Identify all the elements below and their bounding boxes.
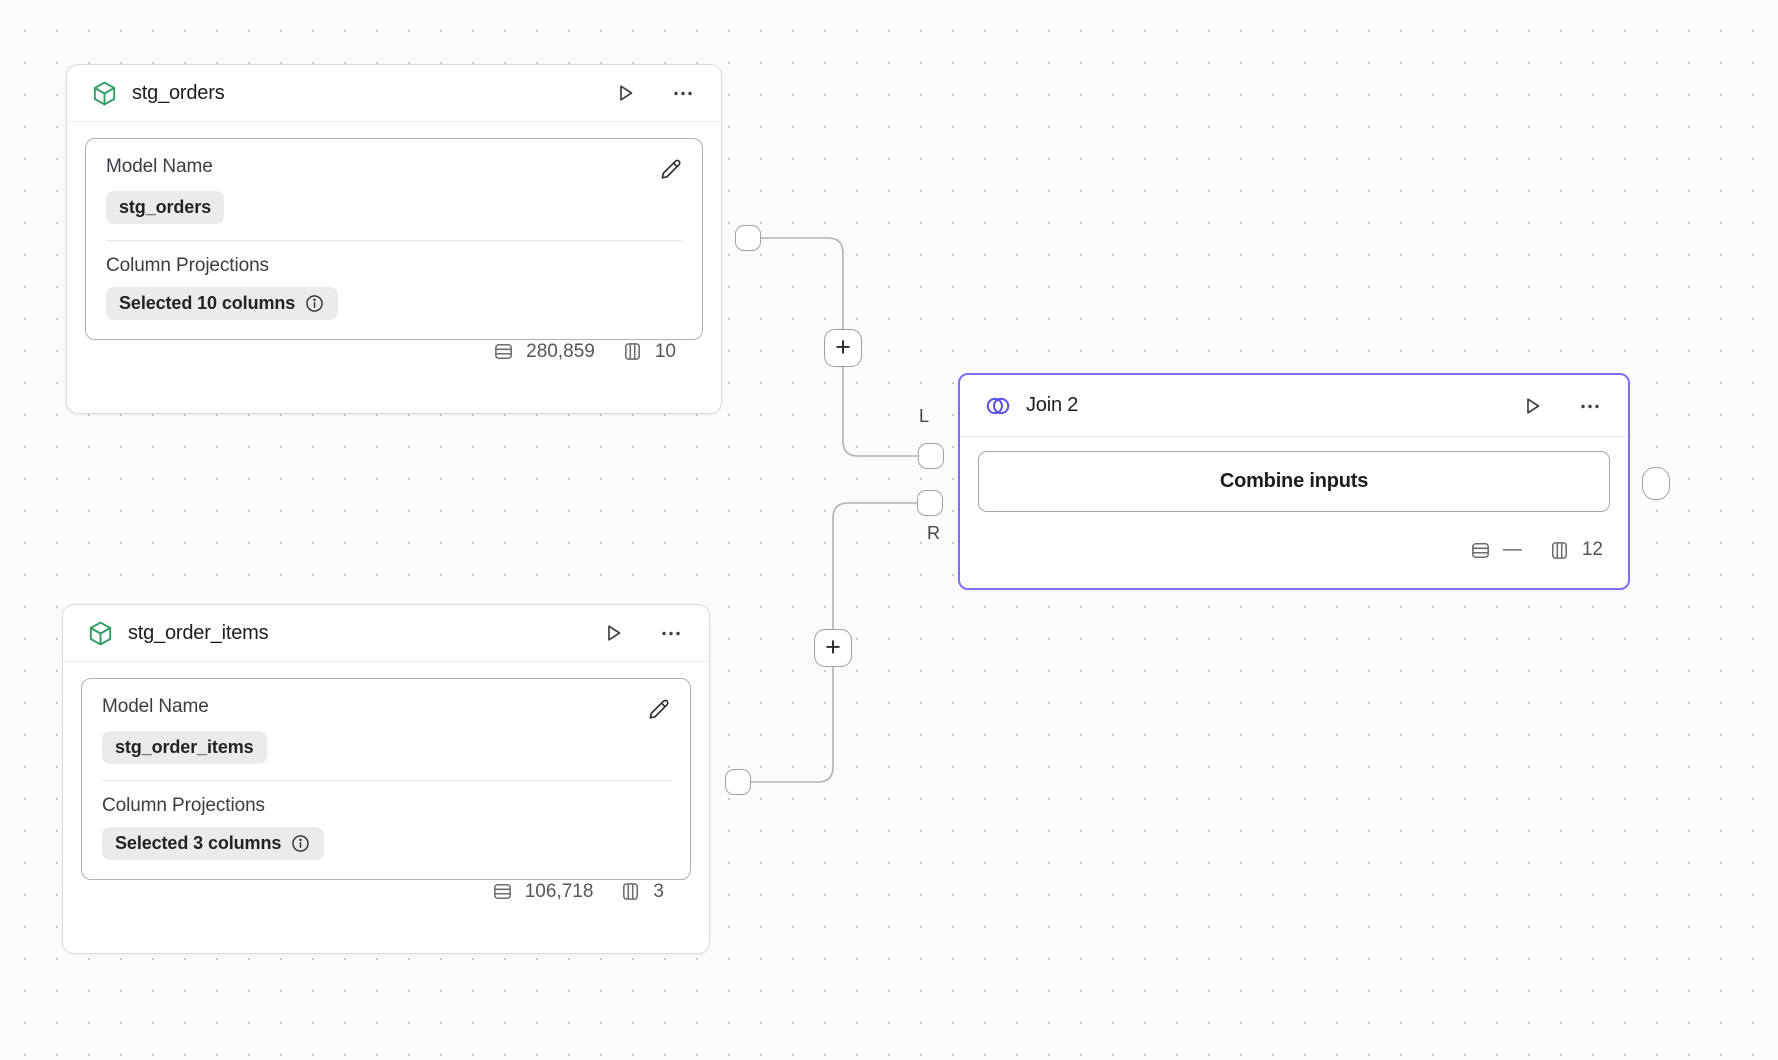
column-projections-label: Column Projections: [102, 795, 265, 816]
join-icon: [984, 392, 1012, 420]
column-projections-value: Selected 3 columns: [115, 833, 282, 853]
node-header: Join 2: [960, 375, 1628, 437]
node-join-2[interactable]: Join 2 Combine inputs —: [958, 373, 1630, 590]
add-step-on-edge-button-bottom[interactable]: +: [814, 629, 852, 667]
model-name-chip[interactable]: stg_orders: [106, 191, 225, 224]
join-circles-icon: [986, 397, 1010, 414]
plus-icon: +: [835, 331, 851, 362]
combine-inputs-label: Combine inputs: [1219, 470, 1369, 492]
column-count-stat: 3: [619, 880, 664, 903]
node-body: Model Name stg_order_items Column Projec…: [63, 662, 709, 903]
node-stg-orders[interactable]: stg_orders Model Name: [66, 64, 722, 414]
model-config-card: Model Name stg_orders Column Projections…: [85, 138, 703, 340]
node-menu-button[interactable]: [1578, 394, 1602, 418]
play-icon: [608, 625, 621, 641]
node-menu-button[interactable]: [659, 621, 683, 645]
row-count: 280,859: [526, 340, 595, 362]
divider: [106, 240, 682, 241]
node-stg-order-items[interactable]: stg_order_items Model Name: [62, 604, 710, 954]
add-step-on-edge-button-top[interactable]: +: [824, 329, 862, 367]
column-count-stat: 10: [621, 340, 676, 363]
column-count: 10: [654, 340, 676, 362]
node-title: stg_orders: [132, 81, 225, 104]
row-count-stat: —: [1469, 539, 1522, 562]
divider: [102, 780, 670, 781]
join-left-input-port[interactable]: [918, 443, 944, 469]
node-stats: 280,859 10: [85, 340, 703, 363]
column-projections-label: Column Projections: [106, 255, 269, 276]
row-count-stat: 106,718: [491, 880, 594, 903]
info-icon[interactable]: [290, 833, 311, 854]
ellipsis-icon: [674, 91, 692, 96]
cube-icon: [91, 80, 118, 107]
node-stats: — 12: [960, 512, 1628, 588]
ellipsis-icon: [662, 631, 680, 636]
node-stats: 106,718 3: [81, 880, 691, 903]
column-count-stat: 12: [1548, 539, 1603, 562]
model-name-value: stg_order_items: [115, 737, 254, 757]
node-menu-button[interactable]: [671, 81, 695, 105]
combine-inputs-button[interactable]: Combine inputs: [978, 451, 1610, 512]
node-title: Join 2: [1026, 394, 1079, 416]
model-name-label: Model Name: [102, 696, 209, 717]
right-port-label: R: [927, 523, 940, 543]
play-icon: [620, 85, 633, 101]
cube-icon: [87, 620, 114, 647]
columns-icon: [623, 883, 639, 900]
play-icon: [1527, 397, 1540, 414]
node-title: stg_order_items: [128, 621, 269, 644]
model-name-chip[interactable]: stg_order_items: [102, 731, 267, 764]
join-right-input-port[interactable]: [917, 490, 943, 516]
run-node-button[interactable]: [601, 621, 625, 645]
run-node-button[interactable]: [613, 81, 637, 105]
columns-icon: [1551, 541, 1567, 559]
columns-icon: [624, 343, 640, 360]
left-port-label: L: [919, 406, 930, 426]
row-count: 106,718: [524, 880, 594, 902]
rows-icon: [1471, 542, 1489, 558]
run-node-button[interactable]: [1520, 394, 1544, 418]
column-projections-value: Selected 10 columns: [119, 293, 296, 313]
info-icon[interactable]: [304, 293, 325, 314]
column-count: 12: [1581, 539, 1603, 560]
edit-model-name-button[interactable]: [647, 698, 670, 721]
plus-icon: +: [825, 631, 841, 662]
node-header: stg_order_items: [63, 605, 709, 662]
join-output-port[interactable]: [1642, 467, 1670, 500]
pencil-icon: [661, 159, 681, 179]
rows-icon: [495, 344, 513, 359]
model-name-value: stg_orders: [119, 197, 212, 217]
rows-icon: [493, 884, 511, 899]
column-count: 3: [653, 880, 664, 902]
model-config-card: Model Name stg_order_items Column Projec…: [81, 678, 691, 880]
output-port-stg-order-items[interactable]: [725, 769, 751, 795]
row-count: —: [1502, 539, 1522, 560]
output-port-stg-orders[interactable]: [735, 225, 761, 251]
column-projections-chip[interactable]: Selected 3 columns: [102, 827, 325, 860]
model-name-label: Model Name: [106, 156, 213, 177]
edit-model-name-button[interactable]: [659, 158, 682, 181]
node-header: stg_orders: [67, 65, 721, 122]
node-body: Model Name stg_orders Column Projections…: [67, 122, 721, 363]
column-projections-chip[interactable]: Selected 10 columns: [106, 287, 339, 320]
row-count-stat: 280,859: [492, 340, 595, 363]
pencil-icon: [649, 699, 669, 719]
ellipsis-icon: [1581, 404, 1599, 408]
